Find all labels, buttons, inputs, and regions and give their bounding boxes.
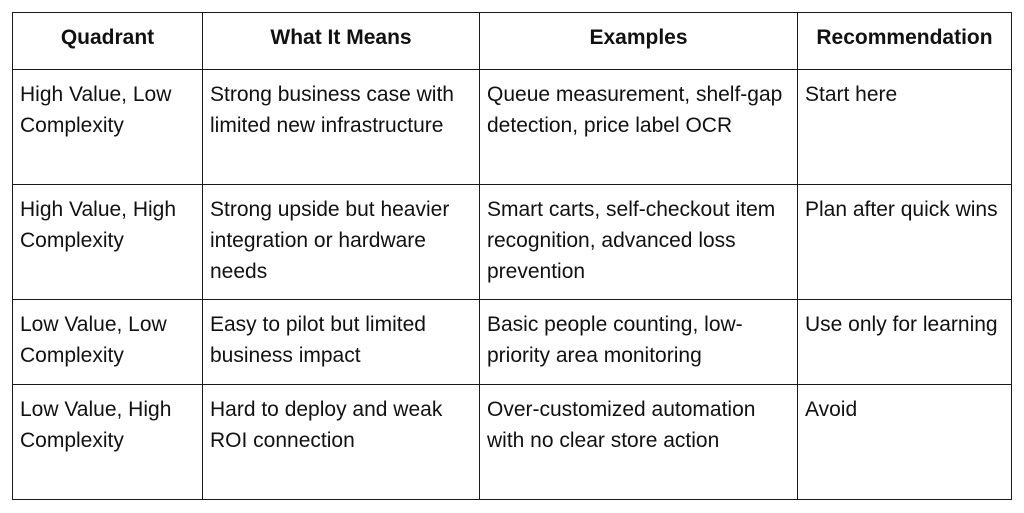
quadrant-recommendation-table: Quadrant What It Means Examples Recommen… [12,12,1012,500]
table-row: High Value, Low Complexity Strong busine… [12,69,1012,185]
header-quadrant: Quadrant [12,12,203,70]
cell-quadrant: Low Value, Low Complexity [12,299,203,385]
header-row: Quadrant What It Means Examples Recommen… [12,12,1012,70]
table-header: Quadrant What It Means Examples Recommen… [12,12,1012,70]
cell-examples: Queue measurement, shelf-gap detection, … [479,69,798,185]
cell-quadrant: High Value, High Complexity [12,184,203,300]
cell-examples: Basic people counting, low-priority area… [479,299,798,385]
cell-recommendation: Start here [797,69,1012,185]
cell-meaning: Strong upside but heavier integration or… [202,184,480,300]
cell-meaning: Strong business case with limited new in… [202,69,480,185]
cell-meaning: Easy to pilot but limited business impac… [202,299,480,385]
cell-recommendation: Use only for learning [797,299,1012,385]
cell-quadrant: High Value, Low Complexity [12,69,203,185]
table-body: High Value, Low Complexity Strong busine… [12,69,1012,500]
cell-meaning: Hard to deploy and weak ROI connection [202,384,480,500]
header-what-it-means: What It Means [202,12,480,70]
cell-quadrant: Low Value, High Complexity [12,384,203,500]
table-row: High Value, High Complexity Strong upsid… [12,184,1012,300]
header-recommendation: Recommendation [797,12,1012,70]
cell-examples: Smart carts, self-checkout item recognit… [479,184,798,300]
header-examples: Examples [479,12,798,70]
table-row: Low Value, High Complexity Hard to deplo… [12,384,1012,500]
table-row: Low Value, Low Complexity Easy to pilot … [12,299,1012,385]
cell-recommendation: Plan after quick wins [797,184,1012,300]
cell-examples: Over-customized automation with no clear… [479,384,798,500]
cell-recommendation: Avoid [797,384,1012,500]
